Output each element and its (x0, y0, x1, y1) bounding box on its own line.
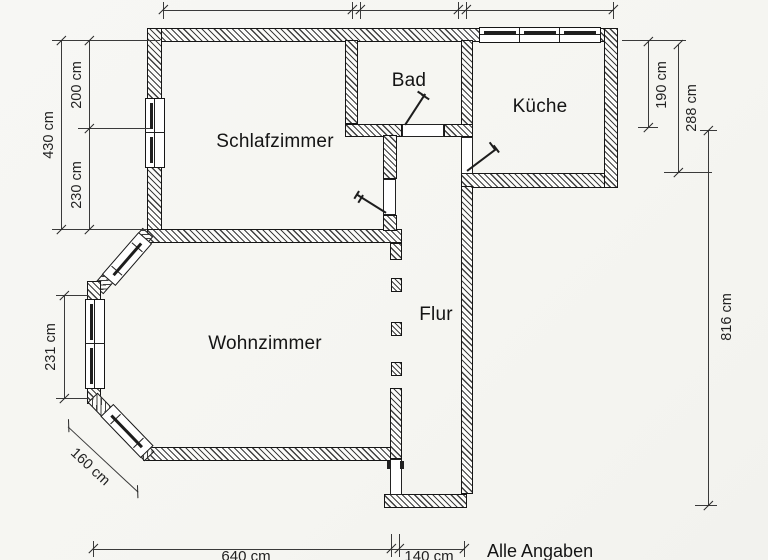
wall-stub-3 (391, 362, 402, 376)
window-bay-lower-diagonal (100, 403, 154, 459)
dim-line-top (163, 10, 613, 12)
dim-line-200-230 (89, 40, 91, 229)
dim-label-231: 231 cm (43, 323, 59, 371)
wall-kitchen-bottom (461, 173, 618, 188)
door-entry-frame1 (387, 461, 391, 469)
window-kitchen-mullion1 (519, 28, 521, 42)
dim-line-816 (708, 130, 710, 505)
wall-bay-left-upper (87, 281, 101, 302)
wall-flur-right (461, 186, 473, 494)
dim-label-230: 230 cm (69, 161, 85, 209)
wall-kitchen-right (604, 28, 618, 188)
door-entry-frame2 (400, 461, 404, 469)
dim-ext (56, 398, 88, 399)
dim-line-bottom (93, 549, 464, 551)
window-schlafzimmer-sash2 (150, 137, 153, 163)
wall-flur-left-b (383, 215, 397, 231)
wall-stub-1 (391, 278, 402, 292)
dim-ext (391, 534, 393, 557)
dim-label-190: 190 cm (654, 61, 670, 109)
window-bay-left-sash2 (90, 348, 93, 384)
room-label-kueche: Küche (512, 96, 568, 117)
wall-left-upper (147, 28, 162, 100)
dim-tick (67, 419, 70, 433)
window-schlafzimmer-sash (150, 103, 153, 129)
dim-label-top-2: 227 cm (378, 0, 438, 4)
wall-wohnzimmer-bottom (143, 447, 391, 461)
dim-label-816: 816 cm (719, 293, 735, 341)
dim-label-140: 140 cm (404, 548, 454, 560)
dim-label-640: 640 cm (221, 548, 271, 560)
window-kitchen-sash1 (484, 31, 516, 34)
wall-left-lower (147, 166, 162, 243)
wall-bad-left (345, 40, 358, 124)
window-bay-left-divider (85, 343, 105, 345)
dim-tick (136, 485, 139, 499)
door-bad-leaf (404, 93, 426, 126)
room-label-wohnzimmer: Wohnzimmer (208, 333, 322, 354)
dim-label-top-3: 305 cm (508, 0, 568, 4)
window-kitchen-mullion2 (559, 28, 561, 42)
wall-bad-bottom-right (444, 124, 473, 137)
dim-label-200: 200 cm (69, 61, 85, 109)
room-label-schlafzimmer: Schlafzimmer (216, 131, 334, 152)
dim-label-top-1: 412 cm (228, 0, 288, 4)
dim-ext (664, 172, 712, 173)
dim-ext (78, 128, 150, 129)
window-bay-upper-diagonal (101, 231, 153, 287)
wall-bad-bottom-left (345, 124, 402, 137)
wall-kitchen-left (461, 40, 473, 125)
dim-line-430 (61, 40, 63, 229)
dim-ext (622, 40, 686, 41)
dim-ext (399, 534, 401, 557)
dim-ext (52, 40, 160, 41)
dim-line-231 (64, 295, 66, 398)
door-bad (402, 124, 444, 137)
wall-flur-left-a (383, 135, 397, 179)
dim-label-430: 430 cm (41, 111, 57, 159)
wall-schlafzimmer-bottom (147, 229, 402, 243)
door-kitchen (461, 137, 473, 174)
door-schlafzimmer (383, 179, 396, 215)
window-bay-left-sash1 (90, 304, 93, 340)
dim-label-288: 288 cm (684, 84, 700, 132)
window-kitchen-sash2 (524, 31, 556, 34)
room-label-bad: Bad (391, 70, 427, 91)
window-kitchen-sash3 (564, 31, 596, 34)
wall-flur-bottom (384, 494, 467, 508)
wall-flur-left-c (390, 243, 402, 260)
units-note: Alle Angaben (487, 541, 594, 560)
wall-flur-left-d (390, 388, 402, 459)
window-kitchen-divider (480, 34, 600, 36)
window-schlafzimmer-divider (145, 132, 165, 134)
dim-line-190 (648, 41, 650, 127)
dim-line-288 (678, 44, 680, 172)
room-label-flur: Flur (419, 304, 453, 325)
dim-ext (52, 229, 147, 230)
wall-stub-2 (391, 322, 402, 336)
door-entry (390, 459, 402, 495)
dim-ext (56, 295, 88, 296)
